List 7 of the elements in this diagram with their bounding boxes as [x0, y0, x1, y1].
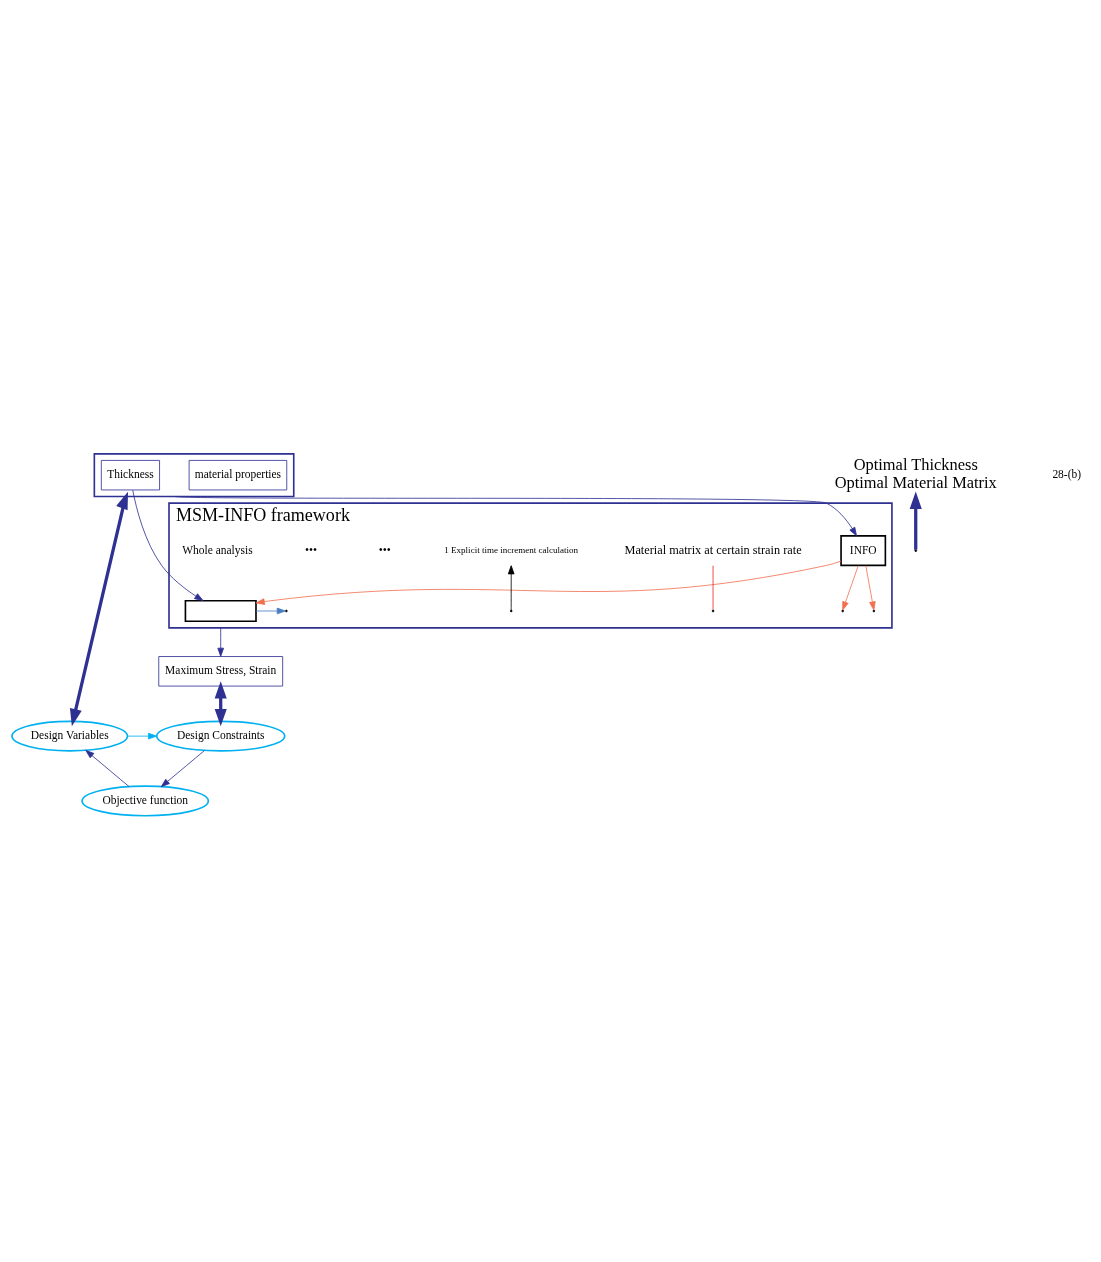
node-text: 1 Explicit time increment calculation — [444, 544, 579, 555]
node-text: Material matrix at certain strain rate — [624, 542, 802, 557]
node-text: Optimal Thickness Optimal Material Matrix — [834, 454, 997, 492]
label: ••• — [378, 543, 391, 556]
label: Whole analysis — [182, 543, 253, 556]
label: 28-(b) — [1052, 467, 1082, 480]
label: ••• — [304, 543, 317, 556]
